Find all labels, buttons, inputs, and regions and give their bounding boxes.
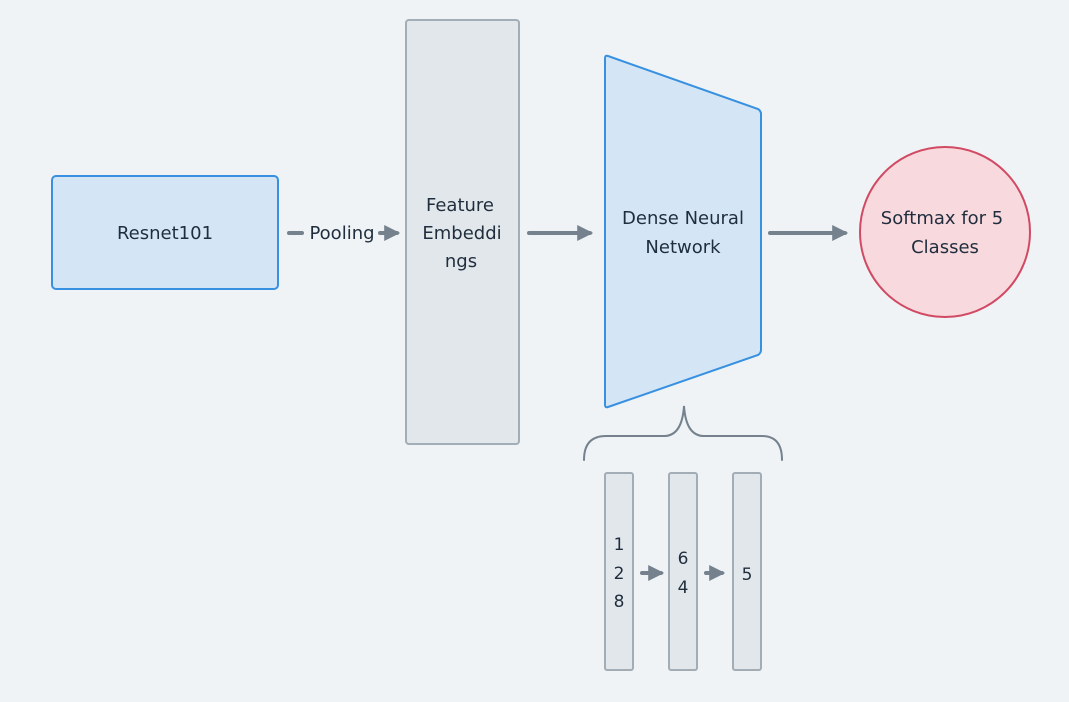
layer-bar-128: 1 2 8	[604, 472, 634, 671]
dense-network-node: Dense Neural Network	[604, 54, 762, 409]
pooling-label: Pooling	[309, 223, 374, 244]
layer-128-digit-1: 1	[614, 535, 625, 555]
layers-brace	[583, 405, 783, 461]
layer-bar-5: 5	[732, 472, 762, 671]
layer-64-digit-1: 6	[678, 549, 689, 569]
feature-embeddings-box	[405, 19, 520, 445]
dense-label-line-2: Network	[645, 237, 721, 258]
layer-128-digit-3: 8	[614, 592, 625, 612]
resnet-node: Resnet101	[51, 175, 279, 290]
layer-bar-64: 6 4	[668, 472, 698, 671]
layer-bar-128-box	[604, 472, 634, 671]
feature-embeddings-node: Feature Embeddi ngs	[405, 19, 520, 445]
feature-label-line-3: ngs	[445, 251, 477, 272]
softmax-node: Softmax for 5 Classes	[859, 146, 1031, 318]
softmax-label-line-1: Softmax for 5	[881, 208, 1003, 229]
resnet-label: Resnet101	[117, 223, 213, 244]
pooling-edge: Pooling	[287, 223, 401, 244]
feature-label-line-1: Feature	[426, 195, 494, 216]
softmax-label-line-2: Classes	[911, 237, 979, 258]
layer-bar-5-box	[732, 472, 762, 671]
dense-network-shape	[604, 54, 762, 409]
layer-5-digit-1: 5	[742, 565, 753, 585]
softmax-circle	[859, 146, 1031, 318]
resnet-box	[51, 175, 279, 290]
feature-label-line-2: Embeddi	[422, 223, 501, 244]
layer-128-digit-2: 2	[614, 564, 625, 584]
layer-bar-64-box	[668, 472, 698, 671]
layer-64-digit-2: 4	[678, 578, 689, 598]
dense-label-line-1: Dense Neural	[622, 208, 744, 229]
